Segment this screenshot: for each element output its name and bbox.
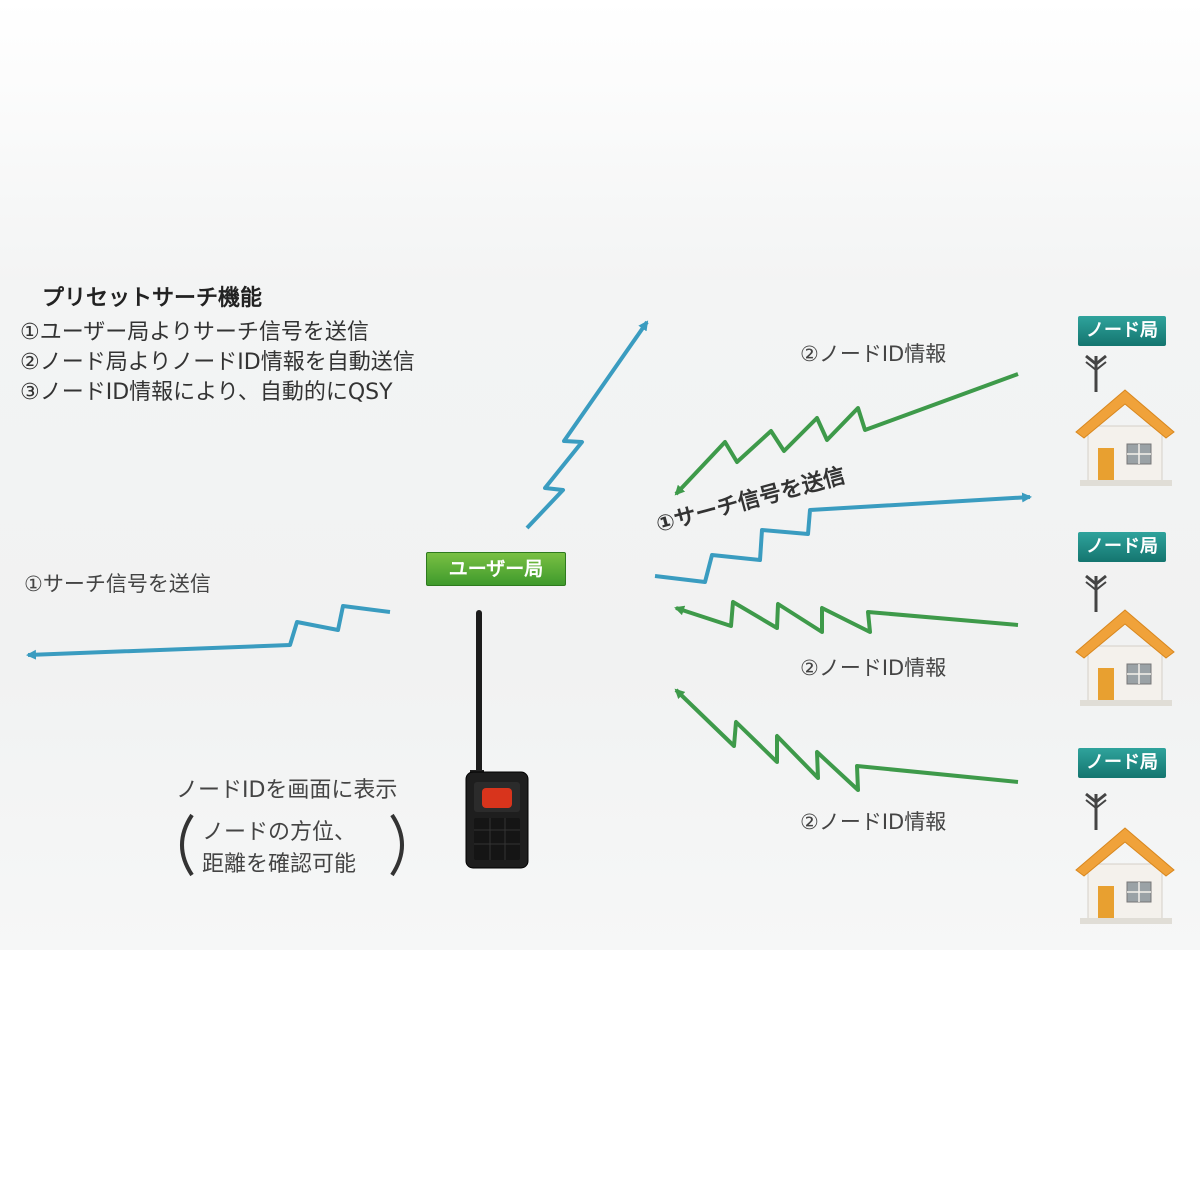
node-station-tag-mid: ノード局 (1078, 532, 1166, 562)
right-paren-mark (392, 815, 402, 875)
legend-step-3: ③ノードID情報により、自動的にQSY (20, 374, 393, 406)
node-house-icon-top (1076, 356, 1174, 486)
user-station-tag: ユーザー局 (426, 552, 566, 586)
node-signal-mid (676, 602, 1018, 632)
node-info-top-label: ②ノードID情報 (800, 338, 946, 368)
display-note-line3: 距離を確認可能 (202, 846, 356, 878)
display-note-line2: ノードの方位、 (202, 814, 356, 846)
handheld-radio-icon (466, 610, 528, 868)
node-signal-top (676, 374, 1018, 494)
search-signal-up (527, 322, 647, 528)
node-station-tag-bottom: ノード局 (1078, 748, 1166, 778)
left-paren-mark (182, 815, 192, 875)
node-station-tag-top: ノード局 (1078, 316, 1166, 346)
legend-step-1: ①ユーザー局よりサーチ信号を送信 (20, 314, 369, 346)
node-info-bottom-label: ②ノードID情報 (800, 806, 946, 836)
node-info-mid-label: ②ノードID情報 (800, 652, 946, 682)
node-signal-bottom (676, 690, 1018, 790)
legend-step-2: ②ノード局よりノードID情報を自動送信 (20, 344, 415, 376)
node-house-icon-mid (1076, 576, 1174, 706)
display-note-line1: ノードIDを画面に表示 (176, 772, 397, 804)
legend-heading: プリセットサーチ機能 (42, 280, 262, 312)
node-house-icon-bottom (1076, 794, 1174, 924)
search-left-label: ①サーチ信号を送信 (24, 568, 211, 598)
search-signal-left (28, 606, 390, 655)
